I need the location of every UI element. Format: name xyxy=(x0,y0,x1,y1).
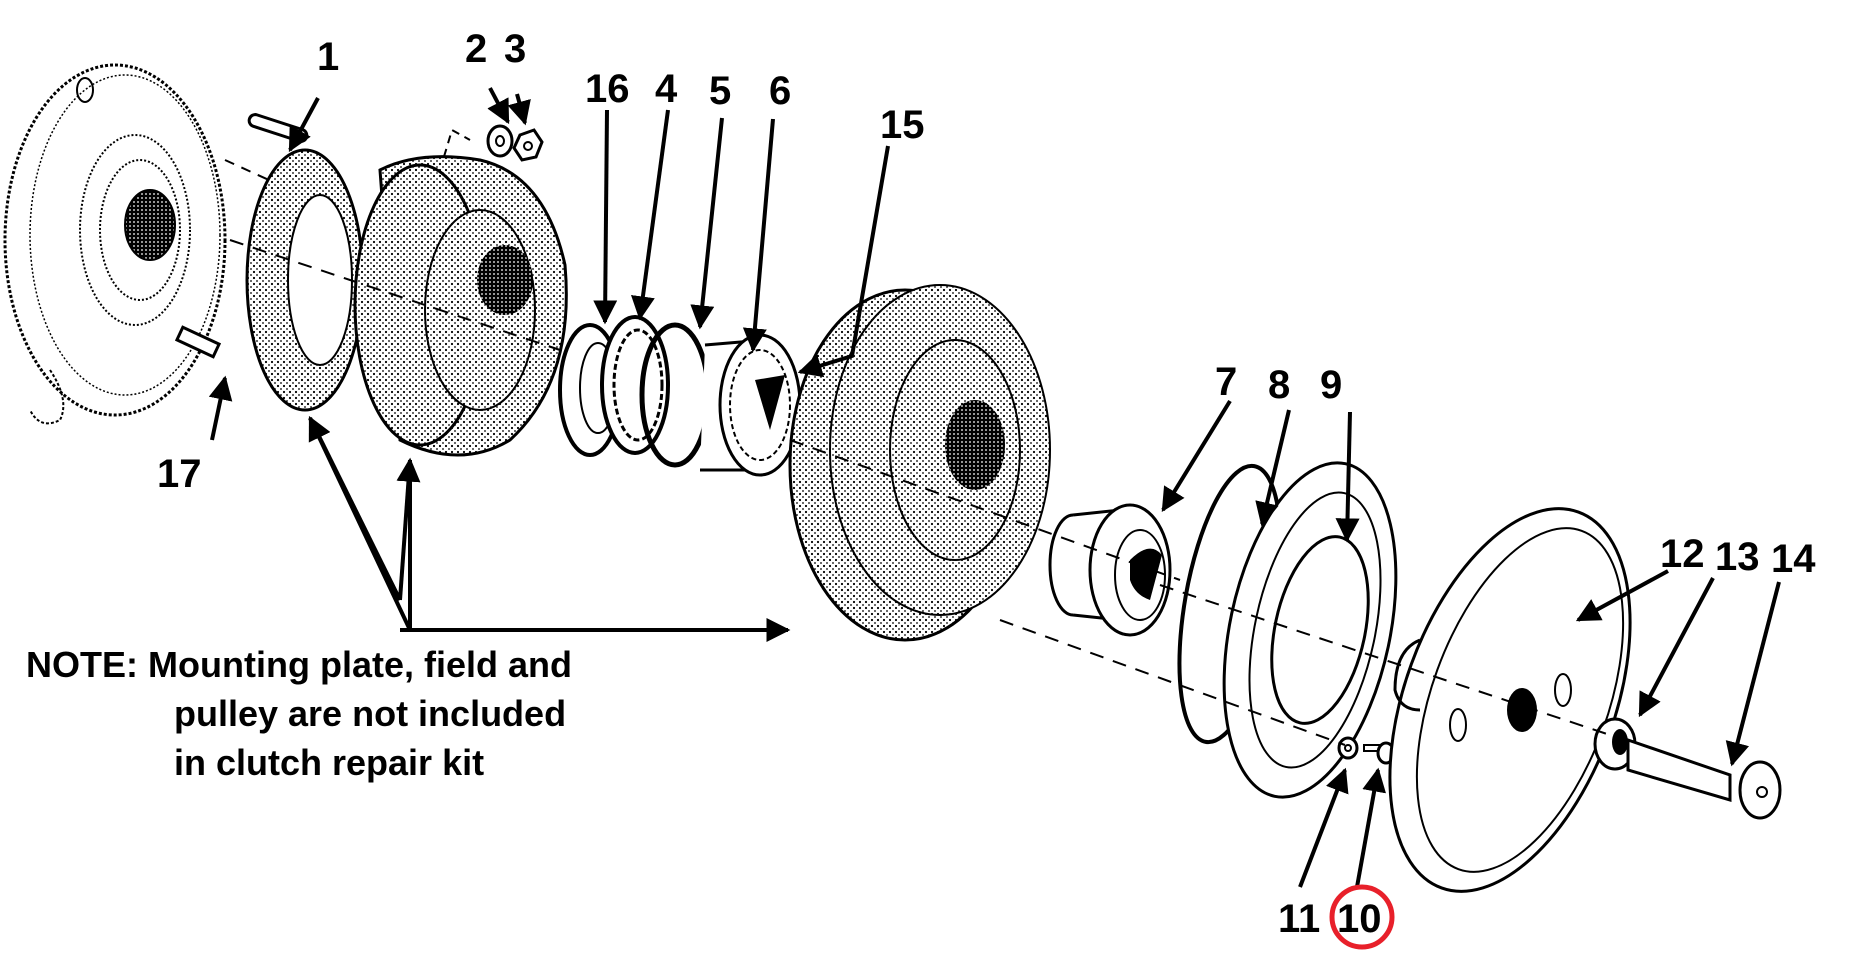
armature-plate xyxy=(1388,507,1632,893)
center-lines xyxy=(229,239,1611,746)
spacer xyxy=(1593,717,1637,771)
note-block: NOTE: Mounting plate, field and pulley a… xyxy=(26,640,572,787)
callout-2: 2 xyxy=(465,27,487,71)
washer-and-nut xyxy=(439,124,544,171)
callout-1: 1 xyxy=(317,35,339,79)
hub xyxy=(1048,503,1172,637)
note-line-1: Mounting plate, field and xyxy=(148,644,572,685)
callout-15: 15 xyxy=(880,103,925,147)
callout-4: 4 xyxy=(655,67,678,111)
callout-5: 5 xyxy=(709,69,731,113)
callout-9: 9 xyxy=(1320,363,1342,407)
callout-14: 14 xyxy=(1771,537,1816,581)
callout-8: 8 xyxy=(1268,363,1290,407)
washer-and-screw xyxy=(1337,736,1396,765)
callout-3: 3 xyxy=(504,27,526,71)
highlight-ring xyxy=(1329,884,1395,950)
bearing-assembly xyxy=(558,315,802,477)
callout-7: 7 xyxy=(1215,360,1237,404)
leader-lines xyxy=(208,87,1781,888)
callout-16: 16 xyxy=(585,67,630,111)
bolt xyxy=(1626,737,1782,820)
note-leader-diagonal xyxy=(308,417,412,631)
callout-11: 11 xyxy=(1278,897,1320,941)
pulley-left xyxy=(353,155,568,457)
callout-10: 10 xyxy=(1337,897,1382,941)
note-line-2: pulley are not included xyxy=(174,693,567,734)
note-line-3: in clutch repair kit xyxy=(174,742,485,783)
field-coil xyxy=(245,148,365,412)
key xyxy=(174,325,222,359)
mounting-plate xyxy=(3,63,227,425)
callout-17: 17 xyxy=(157,452,202,496)
callout-6: 6 xyxy=(769,69,791,113)
callout-13: 13 xyxy=(1715,535,1760,579)
pulley-right xyxy=(788,284,1051,642)
plate xyxy=(1222,461,1398,799)
note-prefix: NOTE: xyxy=(26,644,138,685)
callout-12: 12 xyxy=(1660,532,1705,576)
